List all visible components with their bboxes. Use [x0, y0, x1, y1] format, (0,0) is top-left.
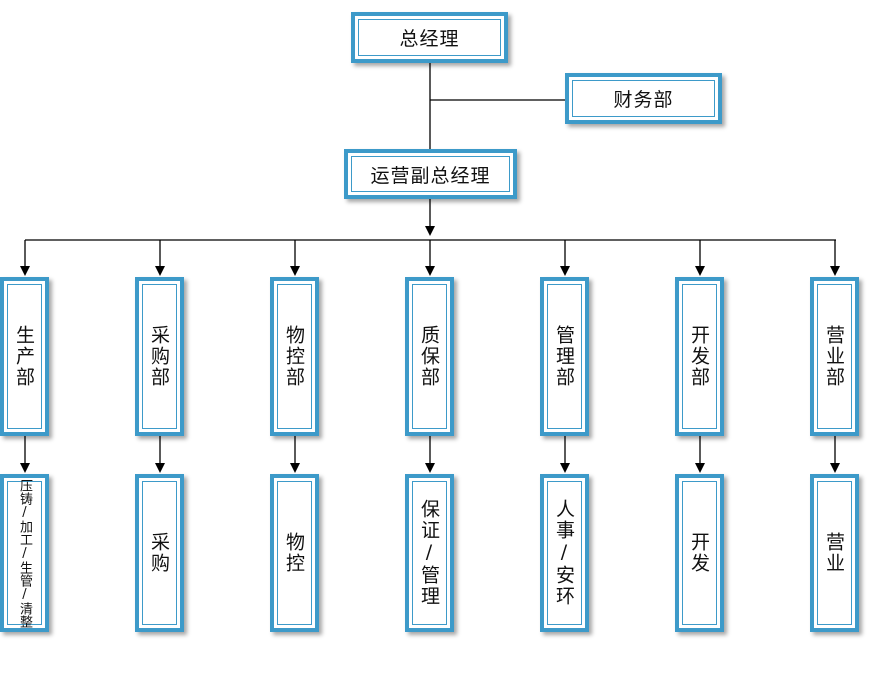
management-sub-arrow: [560, 463, 570, 473]
purchasing-sub-arrow: [155, 463, 165, 473]
dept-label-production: 生产部: [13, 325, 35, 388]
production-sub-arrow: [20, 463, 30, 473]
dept-label-quality: 质保部: [418, 325, 440, 388]
dept-label-material-control: 物控部: [283, 325, 305, 388]
sub-box-quality: 保证/管理: [405, 474, 454, 632]
dept-box-production: 生产部: [0, 277, 49, 436]
sub-box-sales: 营业: [810, 474, 859, 632]
management-dept-arrow: [560, 266, 570, 276]
sales-sub-arrow: [830, 463, 840, 473]
sub-box-development: 开发: [675, 474, 724, 632]
quality-dept-arrow: [425, 266, 435, 276]
sub-box-management: 人事/安环: [540, 474, 589, 632]
sub-label-production: 压铸/加工/生管/清整: [17, 478, 32, 628]
operations-vp-box: 运营副总经理: [344, 149, 517, 199]
dept-box-material-control: 物控部: [270, 277, 319, 436]
dept-box-quality: 质保部: [405, 277, 454, 436]
development-sub-arrow: [695, 463, 705, 473]
sub-box-material-control: 物控: [270, 474, 319, 632]
sub-box-purchasing: 采购: [135, 474, 184, 632]
general-manager-label: 总经理: [399, 28, 460, 50]
finance-department-box: 财务部: [565, 73, 722, 124]
vp-arrow: [425, 226, 435, 236]
dept-box-sales: 营业部: [810, 277, 859, 436]
sales-dept-arrow: [830, 266, 840, 276]
dept-label-purchasing: 采购部: [148, 325, 170, 388]
quality-sub-arrow: [425, 463, 435, 473]
sub-box-production: 压铸/加工/生管/清整: [0, 474, 49, 632]
dept-label-development: 开发部: [688, 325, 710, 388]
general-manager-box: 总经理: [351, 12, 508, 63]
dept-box-management: 管理部: [540, 277, 589, 436]
purchasing-dept-arrow: [155, 266, 165, 276]
operations-vp-label: 运营副总经理: [370, 164, 491, 187]
finance-department-label: 财务部: [613, 89, 674, 111]
dept-label-management: 管理部: [553, 325, 575, 388]
sub-label-purchasing: 采购: [148, 532, 170, 574]
dept-box-purchasing: 采购部: [135, 277, 184, 436]
sub-label-development: 开发: [688, 532, 710, 574]
sub-label-quality: 保证/管理: [418, 499, 440, 607]
sub-label-management: 人事/安环: [553, 499, 575, 607]
sub-label-sales: 营业: [823, 532, 845, 574]
dept-box-development: 开发部: [675, 277, 724, 436]
production-dept-arrow: [20, 266, 30, 276]
sub-label-material-control: 物控: [283, 532, 305, 574]
material-control-dept-arrow: [290, 266, 300, 276]
material-control-sub-arrow: [290, 463, 300, 473]
dept-label-sales: 营业部: [823, 325, 845, 388]
development-dept-arrow: [695, 266, 705, 276]
